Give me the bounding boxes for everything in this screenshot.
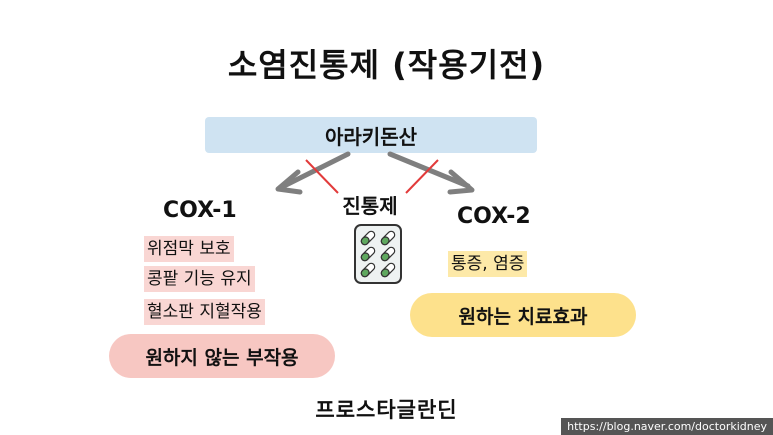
diagram-title: 소염진통제 (작용기전) bbox=[227, 46, 546, 84]
cox1-role-gastric: 위점막 보호 bbox=[144, 236, 234, 262]
cox1-role-platelet: 혈소판 지혈작용 bbox=[144, 299, 265, 325]
arrow-to-cox1-head bbox=[275, 169, 303, 195]
cox2-label: COX-2 bbox=[457, 204, 531, 229]
arachidonic-acid-label: 아라키돈산 bbox=[325, 124, 417, 149]
therapeutic-effect-pill: 원하는 치료효과 bbox=[410, 293, 636, 337]
blog-watermark: https://blog.naver.com/doctorkidney bbox=[561, 418, 773, 435]
arrow-to-cox2-head bbox=[447, 169, 475, 195]
pill-pack-icon bbox=[354, 224, 402, 284]
side-effect-pill: 원하지 않는 부작용 bbox=[109, 334, 335, 378]
cox1-label: COX-1 bbox=[163, 198, 237, 223]
cox2-role-pain: 통증, 염증 bbox=[448, 251, 528, 277]
block-mark-left bbox=[305, 159, 339, 194]
painkiller-label: 진통제 bbox=[342, 194, 398, 218]
prostaglandin-label: 프로스타글란딘 bbox=[315, 398, 458, 422]
arachidonic-acid-box: 아라키돈산 bbox=[205, 117, 537, 153]
block-mark-right bbox=[405, 159, 439, 194]
cox1-role-kidney: 콩팥 기능 유지 bbox=[144, 266, 255, 292]
